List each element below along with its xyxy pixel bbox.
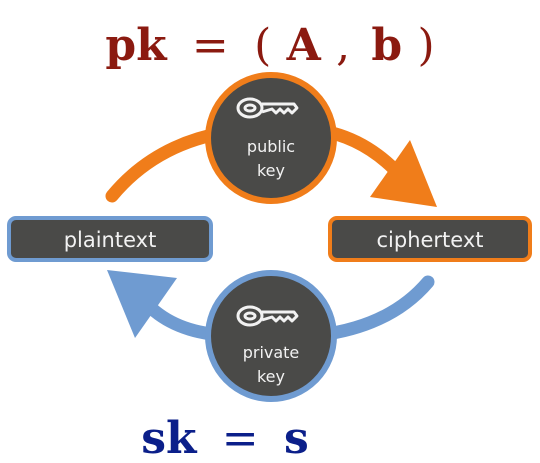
key-icon bbox=[236, 305, 299, 327]
public-key-badge: public key bbox=[205, 72, 337, 204]
encrypt-arrowhead bbox=[370, 140, 437, 207]
decrypt-arrowhead bbox=[107, 270, 177, 338]
pk-vector-b: b bbox=[371, 20, 402, 71]
key-icon bbox=[236, 97, 299, 119]
sk-equals: = bbox=[222, 413, 259, 463]
ciphertext-label: ciphertext bbox=[376, 228, 483, 252]
secret-key-formula: sk = s bbox=[141, 413, 309, 463]
plaintext-node: plaintext bbox=[7, 216, 213, 262]
pk-open-paren: ( bbox=[254, 20, 271, 71]
private-key-line1: private bbox=[243, 343, 300, 362]
pk-close-paren: ) bbox=[418, 20, 435, 71]
ciphertext-node: ciphertext bbox=[328, 216, 532, 262]
private-key-line2: key bbox=[257, 367, 285, 386]
plaintext-label: plaintext bbox=[64, 228, 157, 252]
sk-symbol: sk bbox=[141, 413, 198, 463]
public-key-formula: pk = ( A , b ) bbox=[105, 20, 434, 71]
private-key-badge: private key bbox=[205, 270, 337, 402]
public-key-line1: public bbox=[247, 137, 295, 156]
pk-comma: , bbox=[336, 20, 350, 71]
pk-equals: = bbox=[192, 20, 229, 71]
pk-symbol: pk bbox=[105, 20, 168, 71]
sk-vector-s: s bbox=[284, 413, 309, 463]
public-key-line2: key bbox=[257, 161, 285, 180]
pk-matrix-a: A bbox=[286, 20, 322, 71]
